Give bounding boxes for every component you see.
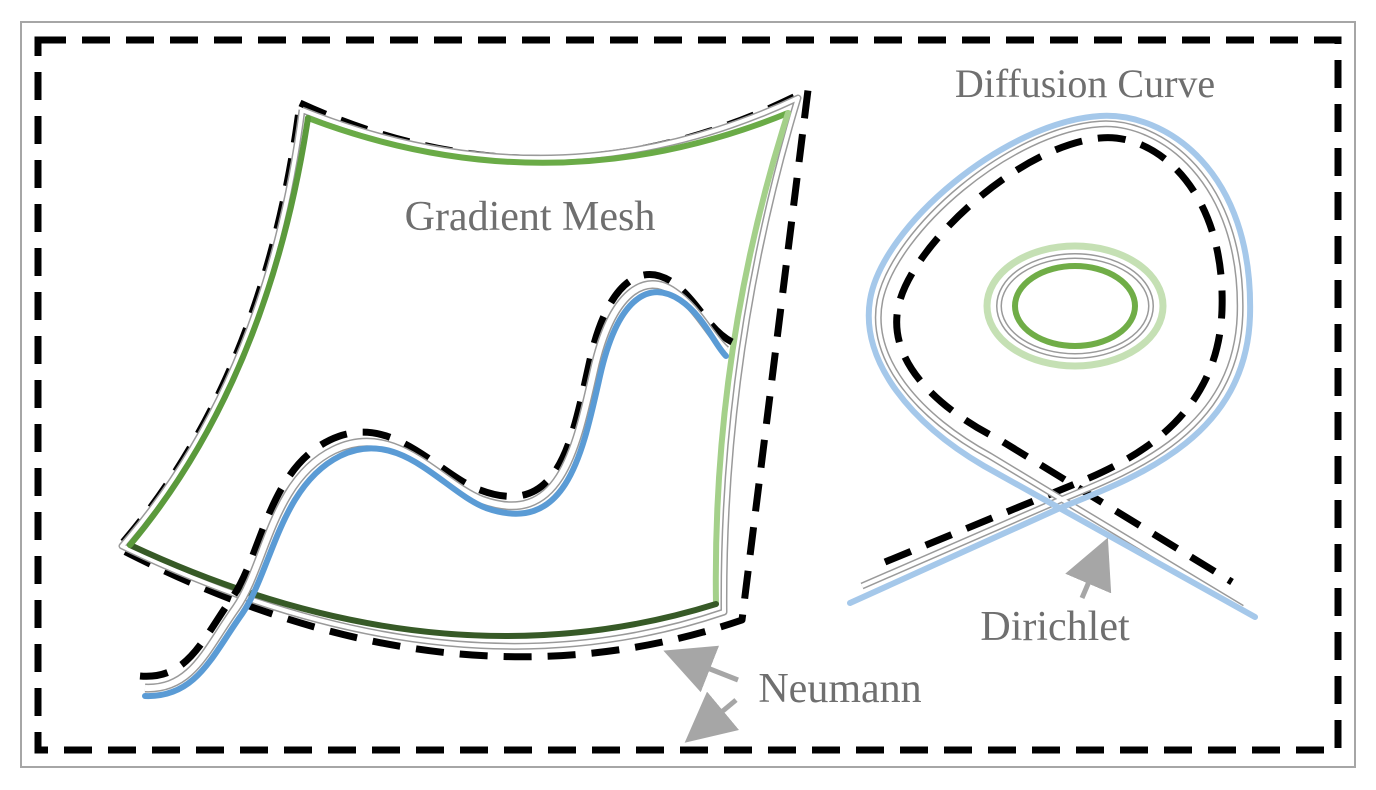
wave-diffusion-curve [142, 289, 729, 700]
outer-neumann-boundary [34, 36, 1342, 754]
neumann-arrow-down [684, 691, 740, 743]
neumann-label: Neumann [758, 666, 921, 712]
inner-ellipse-light [983, 242, 1167, 370]
diffusion-curve-figure: Diffusion Curve [847, 61, 1258, 620]
loop-neumann-boundary [883, 134, 1234, 585]
wave-neumann-boundary [139, 271, 734, 680]
dirichlet-label: Dirichlet [980, 604, 1130, 650]
dirichlet-arrow [1065, 537, 1112, 599]
gradient-mesh-label: Gradient Mesh [405, 194, 656, 240]
mesh-bottom-edge [127, 542, 719, 639]
gradient-mesh: Gradient Mesh [114, 86, 812, 700]
inner-ellipse-green [1012, 263, 1138, 349]
mesh-left-edge [127, 115, 311, 548]
loop-diffusion-curve [847, 112, 1258, 620]
neumann-arrow-up [663, 645, 739, 693]
annotations: Dirichlet Neumann [663, 537, 1130, 743]
mesh-right-edge [712, 110, 791, 607]
mesh-top-edge [305, 110, 791, 166]
diffusion-curve-label: Diffusion Curve [955, 61, 1215, 106]
